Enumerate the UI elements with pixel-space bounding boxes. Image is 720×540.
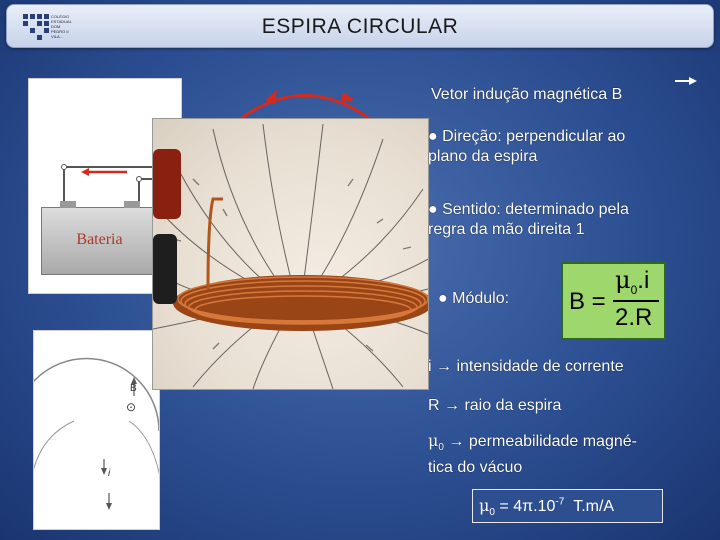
field-vector-label: B xyxy=(130,383,137,394)
slide-title: ESPIRA CIRCULAR xyxy=(261,15,459,38)
direction-text: ● Direção: perpendicular ao plano da esp… xyxy=(428,128,626,165)
terminal-black xyxy=(153,234,177,304)
field-out-symbol-icon: ⊙ xyxy=(126,400,137,414)
vector-arrow-icon xyxy=(675,77,697,85)
coil-photo xyxy=(152,118,429,390)
permeability-value-box: μ0 = 4π.10-7 T.m/A xyxy=(472,489,663,523)
sense-text: ● Sentido: determinado pela regra da mão… xyxy=(428,201,629,238)
logo-caption: COLÉGIO ESTADUAL DOM PEDRO II VILA... xyxy=(51,14,72,39)
current-label: i xyxy=(108,468,111,479)
rotation-arrow-icon xyxy=(234,90,376,125)
loop-field-diagram: B ⊙ i xyxy=(13,330,165,530)
battery-label: Bateria xyxy=(76,231,123,248)
vector-heading: Vetor indução magnética B xyxy=(431,86,623,103)
title-bar: COLÉGIO ESTADUAL DOM PEDRO II VILA... ES… xyxy=(6,4,714,48)
radius-definition: R → raio da espira xyxy=(428,397,562,414)
formula-lhs: B = xyxy=(569,288,606,315)
formula-denominator: 2.R xyxy=(615,304,653,331)
terminal-red xyxy=(153,149,181,219)
iron-filings xyxy=(153,123,428,389)
battery: Bateria xyxy=(41,201,158,275)
module-label: ● Módulo: xyxy=(438,290,510,307)
fraction-bar xyxy=(613,300,659,302)
permeability-value: μ0 = 4π.10-7 T.m/A xyxy=(479,496,615,519)
school-logo-icon xyxy=(23,14,49,40)
current-definition: i → intensidade de corrente xyxy=(428,358,624,375)
field-formula: B = μ0.i 2.R xyxy=(561,262,666,340)
formula-numerator: μ0.i xyxy=(615,266,650,297)
permeability-definition: μ0 → permeabilidade magné- tica do vácuo xyxy=(428,431,637,477)
